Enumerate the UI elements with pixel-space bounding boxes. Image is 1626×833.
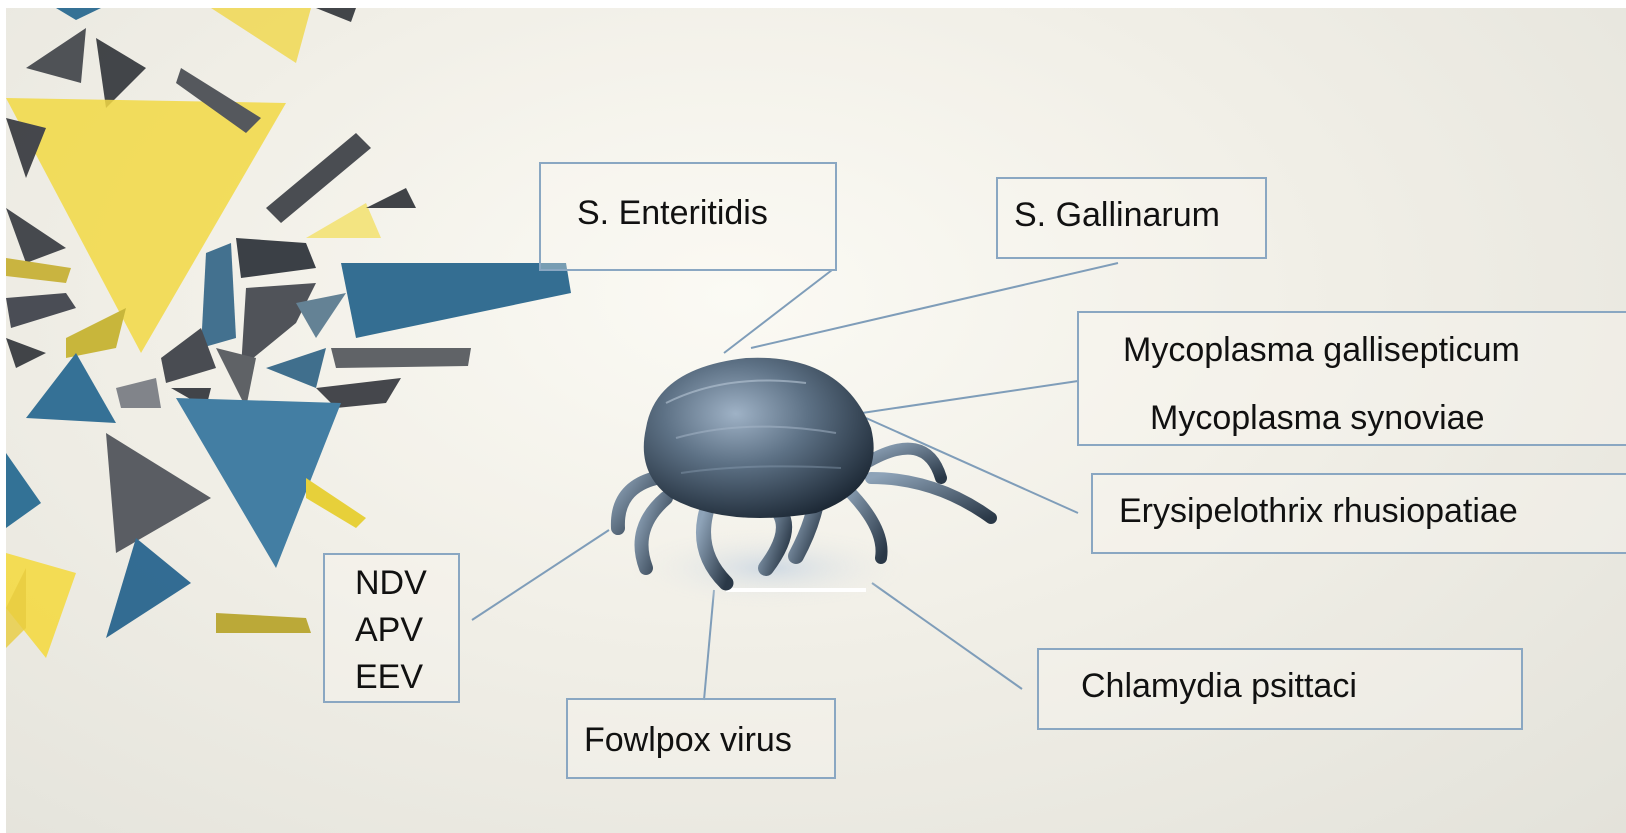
label-mycoplasma-synoviae-text: Mycoplasma synoviae xyxy=(1150,401,1484,435)
label-mycoplasma-gallisepticum-text: Mycoplasma gallisepticum xyxy=(1123,333,1520,367)
label-chlamydia: Chlamydia psittaci xyxy=(1037,648,1523,730)
label-fowlpox-text: Fowlpox virus xyxy=(584,723,792,757)
label-virus-apv: APV xyxy=(355,607,458,654)
slide-canvas: S. Enteritidis S. Gallinarum Mycoplasma … xyxy=(6,8,1626,833)
label-s-gallinarum: S. Gallinarum xyxy=(996,177,1267,259)
label-virus-ndv: NDV xyxy=(355,560,458,607)
label-s-enteritidis: S. Enteritidis xyxy=(539,162,837,271)
label-fowlpox: Fowlpox virus xyxy=(566,698,836,779)
label-erysipelothrix-text: Erysipelothrix rhusiopatiae xyxy=(1119,494,1518,528)
label-chlamydia-text: Chlamydia psittaci xyxy=(1081,669,1357,703)
label-erysipelothrix: Erysipelothrix rhusiopatiae xyxy=(1091,473,1626,554)
label-virus-eev: EEV xyxy=(355,654,458,701)
label-s-enteritidis-text: S. Enteritidis xyxy=(577,196,768,230)
label-s-gallinarum-text: S. Gallinarum xyxy=(1014,198,1220,232)
label-viruses: NDV APV EEV xyxy=(323,553,460,703)
label-mycoplasma: Mycoplasma gallisepticum Mycoplasma syno… xyxy=(1077,311,1626,446)
